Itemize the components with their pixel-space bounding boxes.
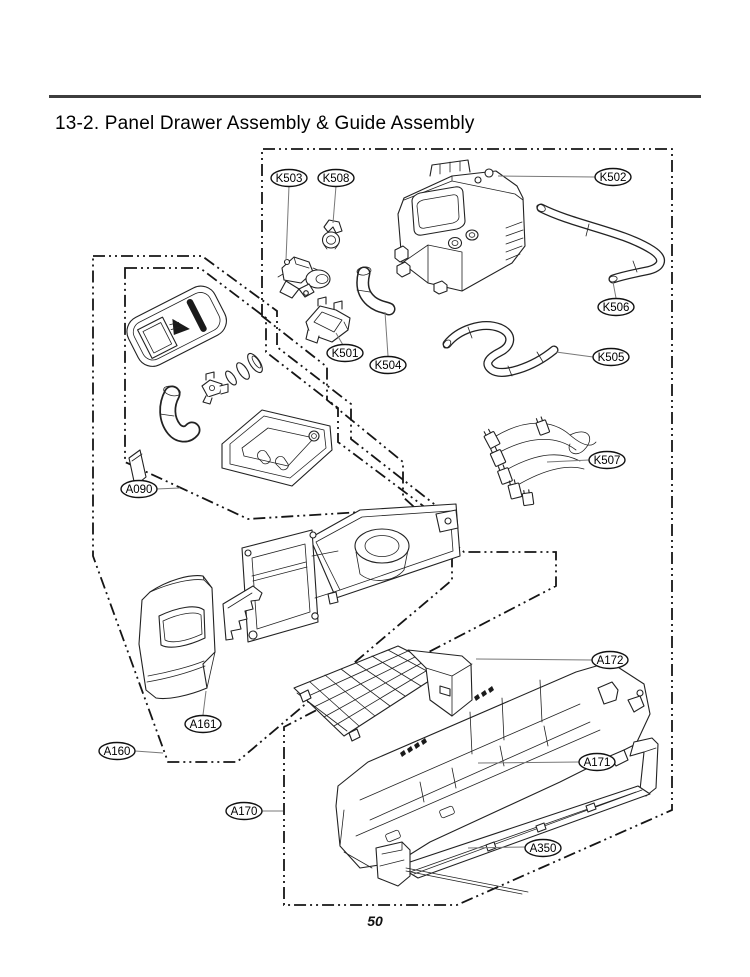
part-guide-grille xyxy=(293,645,473,742)
part-label: K503 xyxy=(276,173,303,185)
part-dispenser-cover xyxy=(126,285,227,367)
part-tee-fitting xyxy=(201,371,229,405)
part-callout-k505: K505 xyxy=(555,347,630,367)
part-small-plate xyxy=(128,449,147,487)
part-label: A090 xyxy=(126,484,153,496)
part-callout-k506: K506 xyxy=(597,281,635,317)
part-label: K508 xyxy=(323,173,350,185)
part-valve-bracket xyxy=(305,296,351,344)
part-callout-k501: K501 xyxy=(326,332,364,363)
part-callout-a171: A171 xyxy=(477,752,616,772)
part-callout-a090: A090 xyxy=(120,479,181,499)
part-dispenser-assembly xyxy=(394,159,526,295)
part-guide-body xyxy=(335,661,651,869)
part-drain-basin xyxy=(221,409,333,487)
part-label: A171 xyxy=(584,757,611,769)
part-elbow-hose xyxy=(356,266,396,316)
part-seal-washers xyxy=(225,352,263,386)
part-label: A350 xyxy=(530,843,557,855)
part-label: K501 xyxy=(332,348,359,360)
page-number: 50 xyxy=(367,913,383,929)
part-label: K507 xyxy=(594,455,621,467)
part-label: A161 xyxy=(190,719,217,731)
part-hose-k505 xyxy=(442,321,559,377)
part-callout-k508: K508 xyxy=(317,168,355,224)
part-label: K506 xyxy=(603,302,630,314)
part-water-valve xyxy=(277,256,331,299)
group-border-panel-drawer-assembly xyxy=(92,255,453,763)
part-cover-elbow xyxy=(159,385,201,443)
part-label: A172 xyxy=(597,655,624,667)
part-hose-clamp xyxy=(321,219,343,250)
group-border-dispenser-cover-assembly xyxy=(124,267,429,520)
part-callout-k504: K504 xyxy=(369,311,407,375)
part-label: A170 xyxy=(231,806,258,818)
page-title: 13-2. Panel Drawer Assembly & Guide Asse… xyxy=(55,113,475,134)
part-panel-bracket xyxy=(222,585,263,641)
part-callout-a170: A170 xyxy=(225,801,283,821)
part-label: K504 xyxy=(375,360,402,372)
part-callout-a172: A172 xyxy=(475,650,629,670)
part-callout-k507: K507 xyxy=(546,450,626,470)
part-callout-a161: A161 xyxy=(184,690,222,734)
part-hose-k506 xyxy=(536,203,665,284)
part-label: K505 xyxy=(598,352,625,364)
top-rule xyxy=(49,95,701,98)
part-callout-k503: K503 xyxy=(270,168,308,261)
part-guide-frame xyxy=(241,503,461,643)
part-guide-rail xyxy=(375,737,659,895)
part-callout-a160: A160 xyxy=(98,741,164,761)
part-wire-harness xyxy=(483,416,597,507)
part-drawer-front-panel xyxy=(138,575,216,700)
part-label: A160 xyxy=(104,746,131,758)
part-callout-k502: K502 xyxy=(497,167,632,187)
group-border-guide-assembly xyxy=(261,148,673,906)
part-callout-a350: A350 xyxy=(467,838,562,858)
part-label: K502 xyxy=(600,172,627,184)
